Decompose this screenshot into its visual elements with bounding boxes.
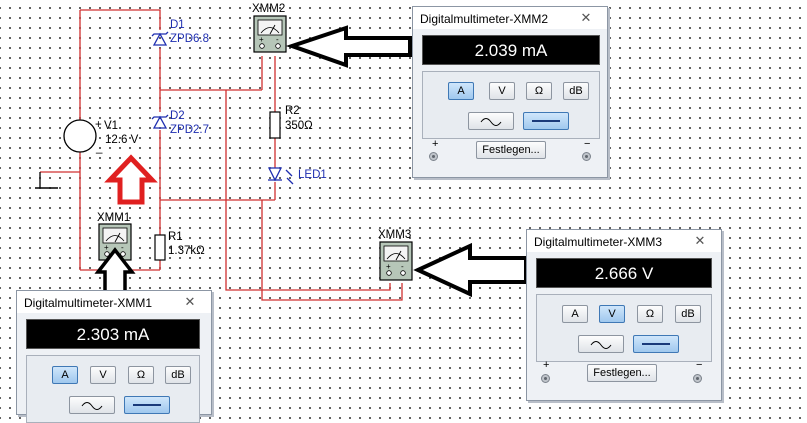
r1-name: R1 bbox=[168, 231, 183, 243]
dmm-xmm3-display: 2.666 V bbox=[536, 258, 712, 288]
xmm1-plus: + bbox=[104, 243, 109, 252]
dmm-xmm2-titlebar[interactable]: Digitalmultimeter-XMM2 ✕ bbox=[413, 7, 607, 29]
d2-value: ZPD2.7 bbox=[170, 124, 209, 136]
dmm-xmm2-volt-button[interactable]: V bbox=[489, 82, 515, 100]
xmm3-minus: - bbox=[401, 262, 404, 271]
d1-name: D1 bbox=[170, 19, 185, 31]
dmm-xmm2-plus-terminal[interactable] bbox=[429, 152, 438, 161]
close-icon[interactable]: ✕ bbox=[184, 294, 196, 309]
dmm-xmm2-controls: A V Ω dB bbox=[422, 71, 600, 139]
d2-zener-diode[interactable] bbox=[151, 114, 169, 129]
r1-resistor[interactable] bbox=[154, 234, 166, 261]
dc-line-icon bbox=[642, 343, 670, 345]
dmm-xmm1-db-button[interactable]: dB bbox=[165, 366, 191, 384]
dmm-xmm3-titlebar[interactable]: Digitalmultimeter-XMM3 ✕ bbox=[527, 230, 721, 252]
dmm-xmm1-titlebar[interactable]: Digitalmultimeter-XMM1 ✕ bbox=[17, 291, 211, 313]
wire-xmm3-plus bbox=[225, 90, 391, 291]
red-arrow-annotation bbox=[104, 154, 158, 205]
v1-name: V1 bbox=[104, 120, 118, 132]
dmm-xmm3-ampere-button[interactable]: A bbox=[562, 305, 588, 323]
xmm2-meter-icon[interactable]: + - bbox=[253, 15, 287, 53]
dmm-xmm2-ac-button[interactable] bbox=[468, 112, 514, 130]
dmm-xmm1-volt-button[interactable]: V bbox=[90, 366, 116, 384]
dc-line-icon bbox=[532, 120, 560, 122]
wires bbox=[40, 9, 403, 301]
dmm-xmm1-controls: A V Ω dB bbox=[26, 355, 200, 423]
dmm-xmm3-plus-terminal[interactable] bbox=[541, 374, 550, 383]
black-arrow-to-xmm2 bbox=[285, 25, 412, 68]
ac-wave-icon bbox=[590, 341, 612, 349]
ac-wave-icon bbox=[81, 402, 103, 410]
dmm-xmm1-window[interactable]: Digitalmultimeter-XMM1 ✕ 2.303 mA A V Ω … bbox=[16, 290, 212, 423]
xmm1-minus: - bbox=[121, 243, 124, 252]
xmm2-plus: + bbox=[259, 35, 264, 44]
dmm-xmm2-minus-terminal[interactable] bbox=[582, 152, 591, 161]
wire-top bbox=[80, 9, 161, 30]
dmm-xmm3-title: Digitalmultimeter-XMM3 bbox=[534, 235, 663, 249]
dmm-xmm2-display: 2.039 mA bbox=[422, 35, 600, 65]
v1-value: 12.6 V bbox=[105, 134, 139, 146]
v1-source[interactable] bbox=[63, 119, 97, 153]
dmm-xmm1-ohm-button[interactable]: Ω bbox=[128, 366, 154, 384]
dmm-xmm2-title: Digitalmultimeter-XMM2 bbox=[420, 12, 549, 26]
dmm-xmm2-db-button[interactable]: dB bbox=[563, 82, 589, 100]
d1-value: ZPD6.8 bbox=[170, 33, 209, 45]
r2-name: R2 bbox=[285, 105, 300, 117]
dmm-xmm3-dc-button[interactable] bbox=[633, 335, 679, 353]
v1-minus: _ bbox=[95, 142, 103, 154]
dmm-xmm3-plus-label: + bbox=[543, 359, 550, 371]
dmm-xmm3-set-button[interactable]: Festlegen... bbox=[587, 364, 657, 382]
r2-resistor[interactable] bbox=[269, 111, 281, 139]
led1[interactable] bbox=[267, 167, 294, 185]
v1-plus: + bbox=[95, 119, 102, 131]
black-arrow-to-xmm1 bbox=[94, 247, 136, 299]
xmm2-label: XMM2 bbox=[252, 3, 285, 15]
xmm3-label: XMM3 bbox=[378, 229, 411, 241]
dmm-xmm3-ohm-button[interactable]: Ω bbox=[637, 305, 663, 323]
dmm-xmm1-display: 2.303 mA bbox=[26, 319, 200, 349]
dc-line-icon bbox=[133, 404, 161, 406]
dmm-xmm2-dc-button[interactable] bbox=[523, 112, 569, 130]
xmm3-meter-icon[interactable]: + - bbox=[379, 241, 413, 281]
d2-name: D2 bbox=[170, 110, 185, 122]
r2-value: 350Ω bbox=[285, 120, 313, 132]
dmm-xmm3-minus-terminal[interactable] bbox=[693, 374, 702, 383]
dmm-xmm2-ohm-button[interactable]: Ω bbox=[526, 82, 552, 100]
circuit-schematic: + _ V1 12.6 V D1 ZPD6.8 D2 ZPD2.7 R2 350… bbox=[35, 3, 528, 301]
xmm3-plus: + bbox=[386, 262, 391, 271]
dmm-xmm1-title: Digitalmultimeter-XMM1 bbox=[24, 296, 153, 310]
close-icon[interactable]: ✕ bbox=[694, 233, 706, 248]
dmm-xmm3-minus-label: − bbox=[696, 359, 703, 371]
dmm-xmm3-controls: A V Ω dB bbox=[536, 294, 712, 362]
close-icon[interactable]: ✕ bbox=[580, 10, 592, 25]
dmm-xmm2-set-button[interactable]: Festlegen... bbox=[476, 141, 546, 159]
d1-zener-diode[interactable] bbox=[151, 31, 169, 46]
wire-xmm3-minus bbox=[261, 200, 403, 301]
dmm-xmm3-window[interactable]: Digitalmultimeter-XMM3 ✕ 2.666 V A V Ω d… bbox=[526, 229, 722, 401]
dmm-xmm1-ampere-button[interactable]: A bbox=[52, 366, 78, 384]
xmm1-label: XMM1 bbox=[97, 212, 130, 224]
dmm-xmm1-ac-button[interactable] bbox=[69, 396, 115, 414]
dmm-xmm2-window[interactable]: Digitalmultimeter-XMM2 ✕ 2.039 mA A V Ω … bbox=[412, 6, 608, 178]
ac-wave-icon bbox=[480, 118, 502, 126]
dmm-xmm1-dc-button[interactable] bbox=[124, 396, 170, 414]
xmm2-minus: - bbox=[276, 35, 279, 44]
dmm-xmm2-ampere-button[interactable]: A bbox=[448, 82, 474, 100]
black-arrow-to-xmm3 bbox=[413, 242, 528, 298]
r1-value: 1.37kΩ bbox=[168, 245, 205, 257]
dmm-xmm2-minus-label: − bbox=[584, 138, 591, 150]
dmm-xmm3-ac-button[interactable] bbox=[578, 335, 624, 353]
dmm-xmm3-volt-button[interactable]: V bbox=[599, 305, 625, 323]
led1-name: LED1 bbox=[298, 169, 327, 181]
dmm-xmm2-plus-label: + bbox=[432, 138, 439, 150]
dmm-xmm3-db-button[interactable]: dB bbox=[675, 305, 701, 323]
